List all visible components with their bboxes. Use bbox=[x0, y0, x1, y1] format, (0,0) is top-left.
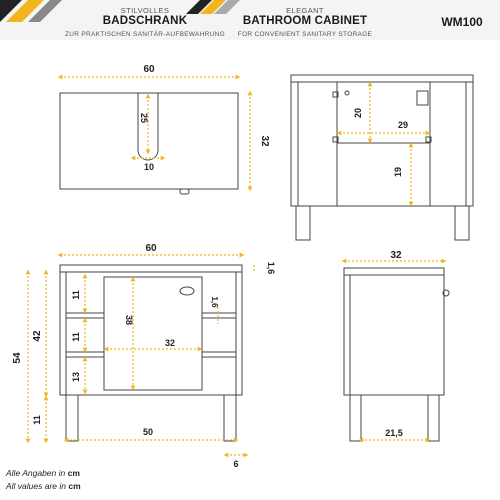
side-view-leg-back bbox=[427, 394, 440, 442]
front-view-shelf-right-1 bbox=[201, 312, 237, 319]
logo-stripes bbox=[0, 0, 240, 22]
header-bar bbox=[0, 0, 500, 40]
units-note-en: All values are in cm bbox=[6, 481, 81, 491]
top-view bbox=[59, 92, 239, 195]
front-view-shelf-left-1 bbox=[65, 312, 105, 319]
side-view-body bbox=[343, 274, 445, 396]
units-note-en-prefix: All values are in bbox=[6, 481, 67, 491]
dim-side-depth: 32 bbox=[390, 250, 402, 261]
front-view-leg-left bbox=[65, 394, 79, 442]
logo-stripe-grey bbox=[28, 0, 62, 22]
side-view-leg-front bbox=[349, 394, 362, 442]
dim-door-height: 38 bbox=[124, 315, 134, 325]
en-title: BATHROOM CABINET bbox=[242, 15, 368, 27]
center-stripe-gold bbox=[200, 0, 226, 14]
model-number: WM100 bbox=[441, 15, 483, 29]
dim-cutout-height: 25 bbox=[139, 113, 149, 123]
dim-top-width: 60 bbox=[143, 64, 155, 75]
dim-front-width: 60 bbox=[145, 243, 157, 254]
dim-shelf-13: 13 bbox=[71, 372, 81, 382]
front-view-dimensions bbox=[25, 252, 255, 458]
back-view-leg-left bbox=[295, 205, 311, 241]
back-view-screw bbox=[344, 90, 350, 96]
dim-shelf-11b: 11 bbox=[71, 290, 81, 300]
side-view-top bbox=[343, 267, 445, 276]
top-view-knob bbox=[179, 188, 190, 195]
dim-inner-width: 32 bbox=[165, 338, 175, 348]
units-note-en-unit: cm bbox=[68, 481, 81, 491]
back-view-body bbox=[290, 81, 474, 207]
de-subtitle: ZUR PRAKTISCHEN SANITÄR-AUFBEWAHRUNG bbox=[64, 31, 226, 38]
side-view-dimensions bbox=[341, 258, 447, 443]
dim-shelf-thickness: 1,6 bbox=[210, 296, 219, 308]
side-view bbox=[343, 267, 450, 442]
back-view bbox=[290, 74, 474, 241]
en-subtitle: FOR CONVENIENT SANITARY STORAGE bbox=[237, 31, 373, 38]
top-view-outline bbox=[59, 92, 239, 190]
back-view-bracket-left bbox=[332, 91, 339, 98]
back-view-bracket-right bbox=[425, 136, 432, 143]
de-tagline: STILVOLLES bbox=[120, 6, 170, 15]
back-view-dimensions bbox=[336, 81, 431, 207]
units-note-de: Alle Angaben in cm bbox=[6, 468, 80, 478]
side-view-handle bbox=[442, 289, 450, 297]
front-view-handle bbox=[179, 286, 195, 296]
dim-total-height: 54 bbox=[12, 352, 23, 364]
units-note-de-unit: cm bbox=[67, 468, 80, 478]
back-view-hinge bbox=[416, 90, 429, 106]
front-view bbox=[59, 264, 243, 442]
top-view-dimensions bbox=[57, 74, 253, 192]
dim-back-panel-width: 29 bbox=[398, 120, 408, 130]
units-note-de-prefix: Alle Angaben in bbox=[6, 468, 66, 478]
front-view-door bbox=[103, 276, 203, 391]
de-title: BADSCHRANK bbox=[102, 15, 188, 27]
dim-leg-spacing: 50 bbox=[143, 427, 153, 437]
front-view-shelf-right-2 bbox=[201, 351, 237, 358]
dim-leg-height: 11 bbox=[32, 415, 42, 425]
front-view-body bbox=[59, 271, 243, 396]
back-view-panel bbox=[336, 81, 431, 207]
dim-cutout-width: 10 bbox=[144, 162, 154, 172]
en-tagline: ELEGANT bbox=[286, 6, 324, 15]
back-view-top bbox=[290, 74, 474, 83]
front-view-leg-right bbox=[223, 394, 237, 442]
back-view-leg-right bbox=[454, 205, 470, 241]
dim-leg-width: 6 bbox=[233, 459, 238, 469]
front-view-shelf-left-2 bbox=[65, 351, 105, 358]
dim-shelf-11a: 11 bbox=[71, 332, 81, 342]
dim-back-panel-height: 20 bbox=[353, 108, 363, 118]
logo-stripe-dark bbox=[0, 0, 22, 22]
dim-top-thickness: 1,6 bbox=[266, 262, 276, 275]
dim-top-depth: 32 bbox=[259, 135, 270, 147]
center-stripe-grey bbox=[214, 0, 240, 14]
dim-leg-spacing-side: 21,5 bbox=[385, 428, 403, 438]
back-view-bracket-left-low bbox=[332, 136, 339, 143]
center-stripe-dark bbox=[186, 0, 212, 14]
front-view-top bbox=[59, 264, 243, 273]
dim-back-lower-height: 19 bbox=[393, 167, 403, 177]
logo-stripe-gold bbox=[6, 0, 44, 22]
dim-body-height: 42 bbox=[32, 330, 43, 342]
